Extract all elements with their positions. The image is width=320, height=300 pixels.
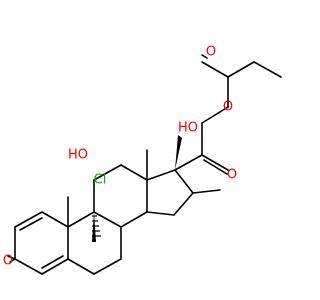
ester-carbonyl-oxygen-label: O bbox=[206, 45, 216, 60]
bond bbox=[67, 211, 95, 228]
atom-labels: O HO HO Cl O O O bbox=[3, 45, 237, 269]
bond bbox=[14, 211, 43, 228]
bond bbox=[201, 61, 229, 78]
wedge-bond bbox=[175, 135, 182, 170]
bond bbox=[174, 169, 194, 194]
bond bbox=[120, 211, 148, 228]
bond bbox=[174, 154, 203, 171]
side-carbonyl-oxygen-label: O bbox=[227, 168, 237, 183]
ketone-oxygen-label: O bbox=[3, 254, 13, 269]
bond bbox=[146, 211, 175, 216]
wedge-bond bbox=[92, 212, 96, 242]
bond bbox=[7, 255, 16, 260]
ester-oxygen-label: O bbox=[223, 100, 233, 115]
bond bbox=[93, 211, 122, 228]
bond bbox=[93, 258, 122, 275]
chlorine-label: Cl bbox=[94, 173, 107, 188]
bond bbox=[19, 217, 43, 231]
bond bbox=[41, 211, 69, 228]
bond bbox=[173, 192, 194, 216]
bond bbox=[14, 258, 43, 275]
bond bbox=[93, 164, 122, 181]
bond bbox=[203, 159, 228, 175]
bond bbox=[201, 54, 208, 59]
hydroxyl-11-label: HO bbox=[68, 148, 88, 163]
bond bbox=[120, 164, 148, 181]
bond bbox=[67, 258, 95, 275]
bond bbox=[253, 61, 282, 78]
stereo-bonds bbox=[92, 135, 182, 242]
bond bbox=[201, 106, 229, 124]
bond bbox=[146, 169, 176, 181]
bonds bbox=[7, 54, 282, 275]
bond bbox=[41, 258, 69, 275]
hydroxyl-17-label: HO bbox=[178, 121, 198, 136]
molecule-canvas: O HO HO Cl O O O bbox=[2, 44, 282, 275]
bond bbox=[192, 189, 221, 194]
bond bbox=[227, 61, 255, 78]
bond bbox=[201, 154, 229, 171]
molecule-structure: O HO HO Cl O O O bbox=[3, 45, 282, 275]
bond bbox=[41, 255, 64, 269]
